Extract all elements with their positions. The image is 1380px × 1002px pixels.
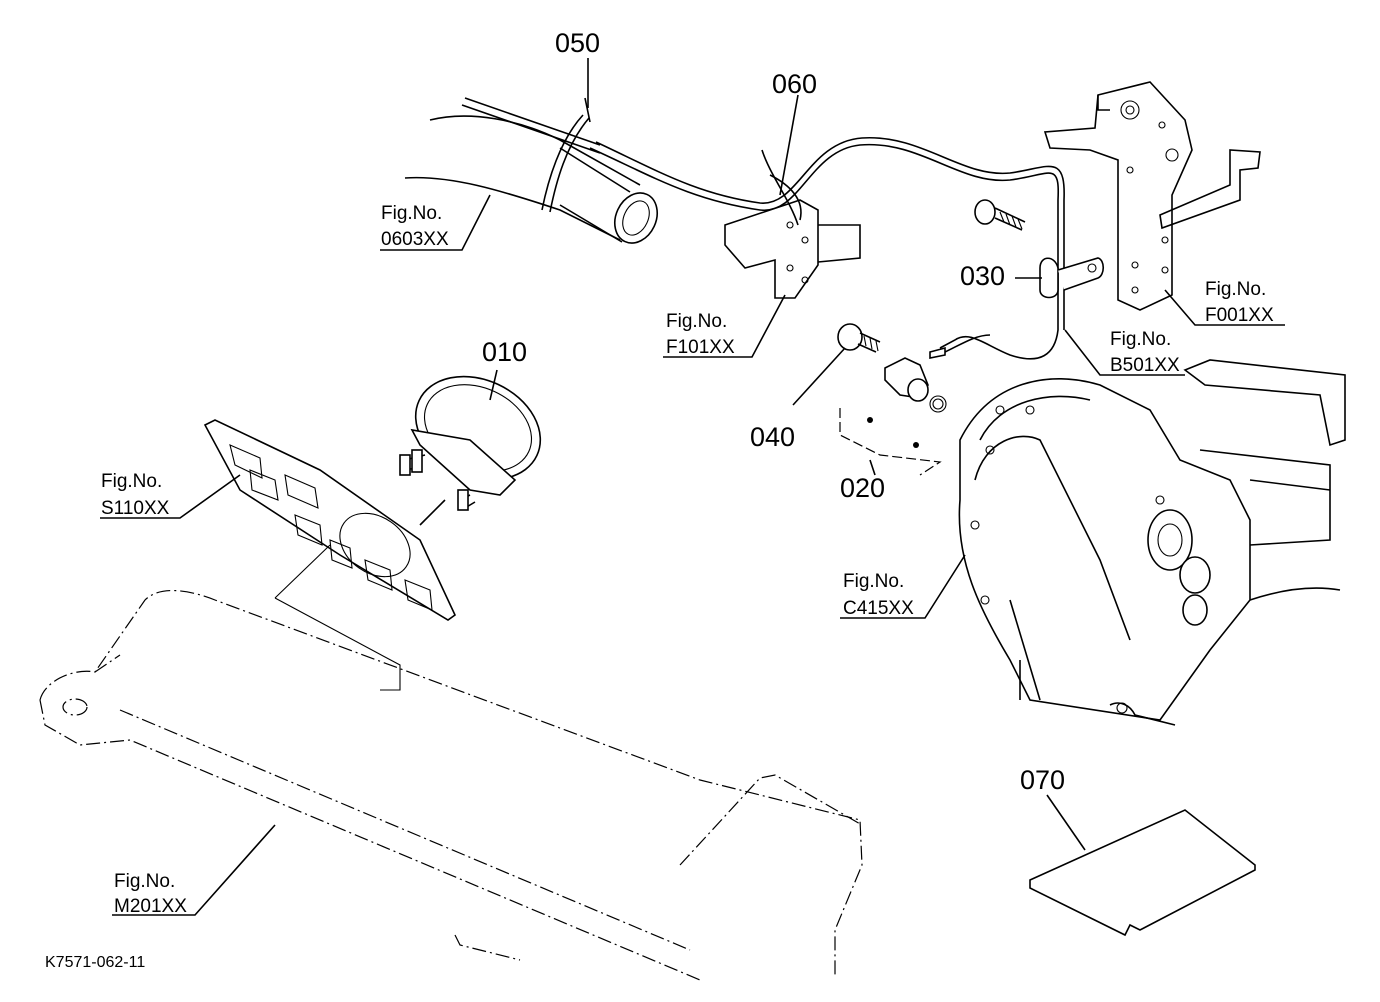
figref-label: Fig.No. [1110,329,1171,350]
diagram-id: K7571-062-11 [45,954,145,971]
bolt-upper [974,199,1026,231]
transmission-housing [958,359,1346,726]
bracket-f101 [724,149,861,299]
panel-leader [274,544,401,691]
meter-010 [399,369,542,511]
figref-code: F001XX [1205,305,1274,326]
figref-label: Fig.No. [114,871,175,892]
figref-code: M201XX [114,896,187,917]
frame-tube [404,97,658,244]
part-label-030: 030 [960,261,1005,291]
figref-m201: Fig.No. M201XX [114,871,187,917]
figref-s110: Fig.No. S110XX [101,471,170,519]
figref-0603: Fig.No. 0603XX [381,203,449,250]
figref-code: S110XX [101,498,170,519]
part-label-010: 010 [482,337,527,367]
part-label-050: 050 [555,28,600,58]
figref-label: Fig.No. [666,311,727,332]
sensor-assembly [837,323,991,476]
figref-label: Fig.No. [101,471,162,492]
figref-label: Fig.No. [1205,279,1266,300]
decal-070 [1029,794,1256,937]
panel-s110 [203,419,457,621]
part-label-040: 040 [750,422,795,452]
figref-c415: Fig.No. C415XX [843,571,914,619]
dashboard-m201 [39,589,863,981]
figref-b501: Fig.No. B501XX [1110,329,1180,376]
clamp-030 [1039,257,1105,299]
part-label-070: 070 [1020,765,1065,795]
figref-f001: Fig.No. F001XX [1205,279,1274,326]
figref-code: C415XX [843,598,914,619]
figref-label: Fig.No. [843,571,904,592]
figref-code: 0603XX [381,229,449,250]
figref-label: Fig.No. [381,203,442,224]
figref-code: B501XX [1110,355,1180,376]
figref-code: F101XX [666,337,735,358]
cable-tie-050 [541,97,591,213]
wire-harness [589,137,1065,360]
leader-lines [100,58,1285,916]
figref-f101: Fig.No. F101XX [666,311,735,358]
bracket-f001 [1043,81,1261,311]
part-label-020: 020 [840,473,885,503]
part-label-060: 060 [772,69,817,99]
